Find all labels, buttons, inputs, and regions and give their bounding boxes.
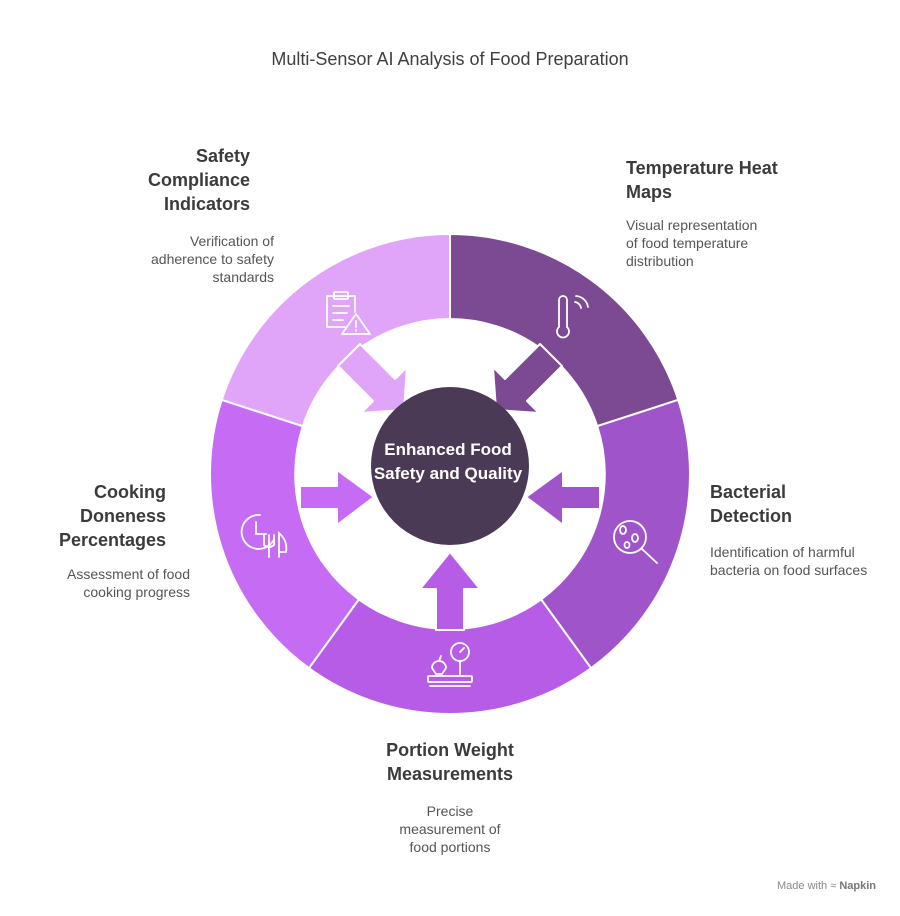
footer-attribution: Made with ≈ Napkin — [777, 880, 876, 892]
cooking-title: Cooking Doneness Percentages — [58, 482, 166, 550]
portion-description: Precise measurement of food portions — [399, 803, 501, 855]
bacterial-description: Identification of harmful bacteria on fo… — [710, 544, 868, 578]
cooking-description: Assessment of food cooking progress — [67, 566, 190, 600]
napkin-logo-icon: ≈ — [830, 880, 837, 892]
arrow-portion — [419, 551, 481, 631]
clipboard-warning-icon — [326, 291, 371, 335]
segment-cooking — [209, 398, 361, 670]
arrow-bacterial — [525, 469, 601, 526]
segment-bacterial — [539, 398, 691, 670]
arrow-safety — [337, 343, 408, 414]
safety-title: Safety Compliance Indicators — [147, 146, 250, 214]
arrow-temperature — [492, 343, 563, 414]
magnifier-bacteria-icon — [613, 520, 658, 564]
arrow-cooking — [299, 469, 375, 526]
scale-icon — [427, 642, 473, 687]
thermometer-icon — [556, 295, 589, 339]
safety-description: Verification of adherence to safety stan… — [151, 233, 274, 285]
temperature-description: Visual representation of food temperatur… — [626, 217, 758, 269]
temperature-title: Temperature Heat Maps — [626, 158, 778, 202]
segment-temperature — [449, 232, 680, 428]
center-circle — [371, 387, 529, 545]
segment-safety — [220, 232, 451, 428]
segment-portion — [307, 598, 593, 715]
diagram-title: Multi-Sensor AI Analysis of Food Prepara… — [271, 49, 629, 69]
clock-utensils-icon — [240, 514, 288, 558]
made-with-label: Made with — [777, 880, 828, 892]
bacterial-title: Bacterial Detection — [710, 482, 793, 526]
center-label: Enhanced Food Safety and Quality — [373, 440, 523, 483]
portion-title: Portion Weight Measurements — [386, 740, 514, 784]
napkin-brand: Napkin — [839, 880, 876, 892]
